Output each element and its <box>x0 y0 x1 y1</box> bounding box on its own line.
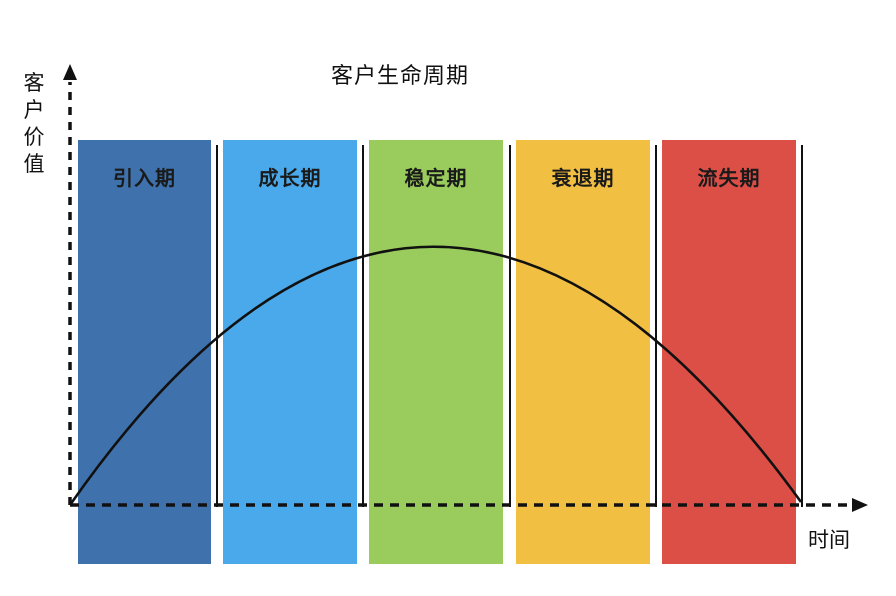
phase-divider <box>801 145 803 507</box>
y-axis-label: 客户价值 <box>14 70 54 178</box>
phase-label-decline: 衰退期 <box>551 166 615 190</box>
diagram-title: 客户生命周期 <box>330 64 469 89</box>
x-axis-label: 时间 <box>808 528 850 552</box>
phase-divider <box>216 145 218 507</box>
phase-bar-intro: 引入期 <box>78 140 211 564</box>
phase-divider <box>509 145 511 507</box>
phase-label-intro: 引入期 <box>113 166 176 190</box>
phase-bar-churn: 流失期 <box>662 140 796 564</box>
lifecycle-curve <box>68 245 803 506</box>
phase-divider <box>362 145 364 507</box>
phase-bar-decline: 衰退期 <box>516 140 650 564</box>
phase-divider <box>655 145 657 507</box>
phase-label-churn: 流失期 <box>697 166 761 190</box>
phase-bar-stable: 稳定期 <box>369 140 503 564</box>
phase-bar-growth: 成长期 <box>223 140 357 564</box>
phase-label-stable: 稳定期 <box>404 166 468 190</box>
phase-label-growth: 成长期 <box>258 166 322 190</box>
y-axis-arrow-icon <box>63 64 77 80</box>
x-axis-arrow-icon <box>852 498 868 512</box>
y-axis-label-text: 客户价值 <box>23 71 45 176</box>
